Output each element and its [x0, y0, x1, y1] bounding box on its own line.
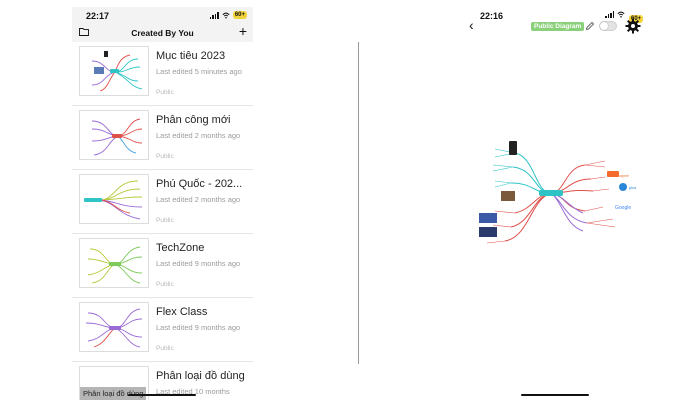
item-visibility: Public [156, 281, 174, 288]
plus-label: plus [629, 185, 636, 190]
photo-image [479, 227, 497, 237]
google-logo: Google [615, 205, 631, 211]
mindmap-root-node[interactable] [539, 190, 563, 196]
list-item[interactable]: Flex Class Last edited 9 months ago Publ… [72, 298, 253, 362]
item-visibility: Public [156, 89, 174, 96]
item-edited: Last edited 5 minutes ago [156, 67, 242, 76]
item-visibility: Public [156, 153, 174, 160]
item-edited: Last edited 9 months ago [156, 259, 241, 268]
item-edited: Last edited 9 months ago [156, 323, 241, 332]
item-edited: Last edited 2 months ago [156, 195, 241, 204]
wifi-icon [222, 12, 230, 19]
item-title: Mục tiêu 2023 [156, 50, 226, 62]
battery-badge: 60+ [232, 11, 247, 19]
list-item[interactable]: Phú Quốc - 202... Last edited 2 months a… [72, 170, 253, 234]
item-title: Phân công mới [156, 114, 231, 126]
plus-logo [619, 183, 627, 191]
microphone-image [509, 141, 517, 155]
right-phone-screen: 22:16 ‹ Public Diagram 60+ [465, 7, 647, 400]
wifi-icon [617, 11, 625, 18]
folder-icon[interactable] [79, 27, 89, 36]
screen-divider [358, 42, 359, 364]
diagram-thumbnail [79, 46, 149, 96]
diagram-thumbnail [79, 238, 149, 288]
home-indicator [128, 394, 196, 396]
signal-icon [605, 11, 614, 18]
list-item[interactable]: Phân công mới Last edited 2 months ago P… [72, 106, 253, 170]
shopee-label: Shopee [615, 173, 630, 178]
home-indicator [521, 394, 589, 396]
gear-icon[interactable] [625, 18, 641, 34]
status-time: 22:17 [86, 11, 110, 21]
status-icons [605, 11, 625, 18]
status-icons: 60+ [209, 11, 247, 19]
item-visibility: Public [156, 345, 174, 352]
item-title: TechZone [156, 242, 205, 254]
pencil-icon[interactable] [585, 21, 595, 31]
item-title: Phân loại đồ dùng [156, 370, 245, 382]
list-item[interactable]: Mục tiêu 2023 Last edited 5 minutes ago … [72, 42, 253, 106]
item-visibility: Public [156, 217, 174, 224]
item-title: Phú Quốc - 202... [156, 178, 243, 190]
keyboard-image [501, 191, 515, 201]
diagram-thumbnail [79, 174, 149, 224]
back-icon[interactable]: ‹ [469, 17, 474, 33]
item-title: Flex Class [156, 306, 208, 318]
signal-icon [209, 11, 219, 19]
status-time: 22:16 [480, 11, 504, 21]
drag-tooltip: Phân loại đồ dùng [80, 387, 147, 400]
item-edited: Last edited 10 months [156, 387, 230, 396]
left-phone-screen: 22:17 60+ Created By You + [72, 7, 253, 400]
visibility-toggle[interactable] [599, 21, 617, 31]
add-icon[interactable]: + [238, 23, 247, 39]
battery-badge: 60+ [629, 15, 644, 23]
nav-bar: Created By You + [72, 22, 253, 42]
diagram-thumbnail [79, 110, 149, 160]
diagram-thumbnail [79, 302, 149, 352]
item-edited: Last edited 2 months ago [156, 131, 241, 140]
page-title: Created By You [131, 28, 194, 38]
toggle-knob [600, 22, 608, 30]
mindmap-canvas[interactable]: Shopee plus Google [465, 127, 647, 267]
shopee-logo [607, 171, 619, 177]
list-item[interactable]: TechZone Last edited 9 months ago Public [72, 234, 253, 298]
public-diagram-badge[interactable]: Public Diagram [531, 22, 585, 31]
photo-image [479, 213, 497, 223]
status-bar: 22:17 60+ [72, 7, 253, 23]
list-item[interactable]: Phân loại đồ dùng Last edited 10 months [72, 362, 253, 400]
